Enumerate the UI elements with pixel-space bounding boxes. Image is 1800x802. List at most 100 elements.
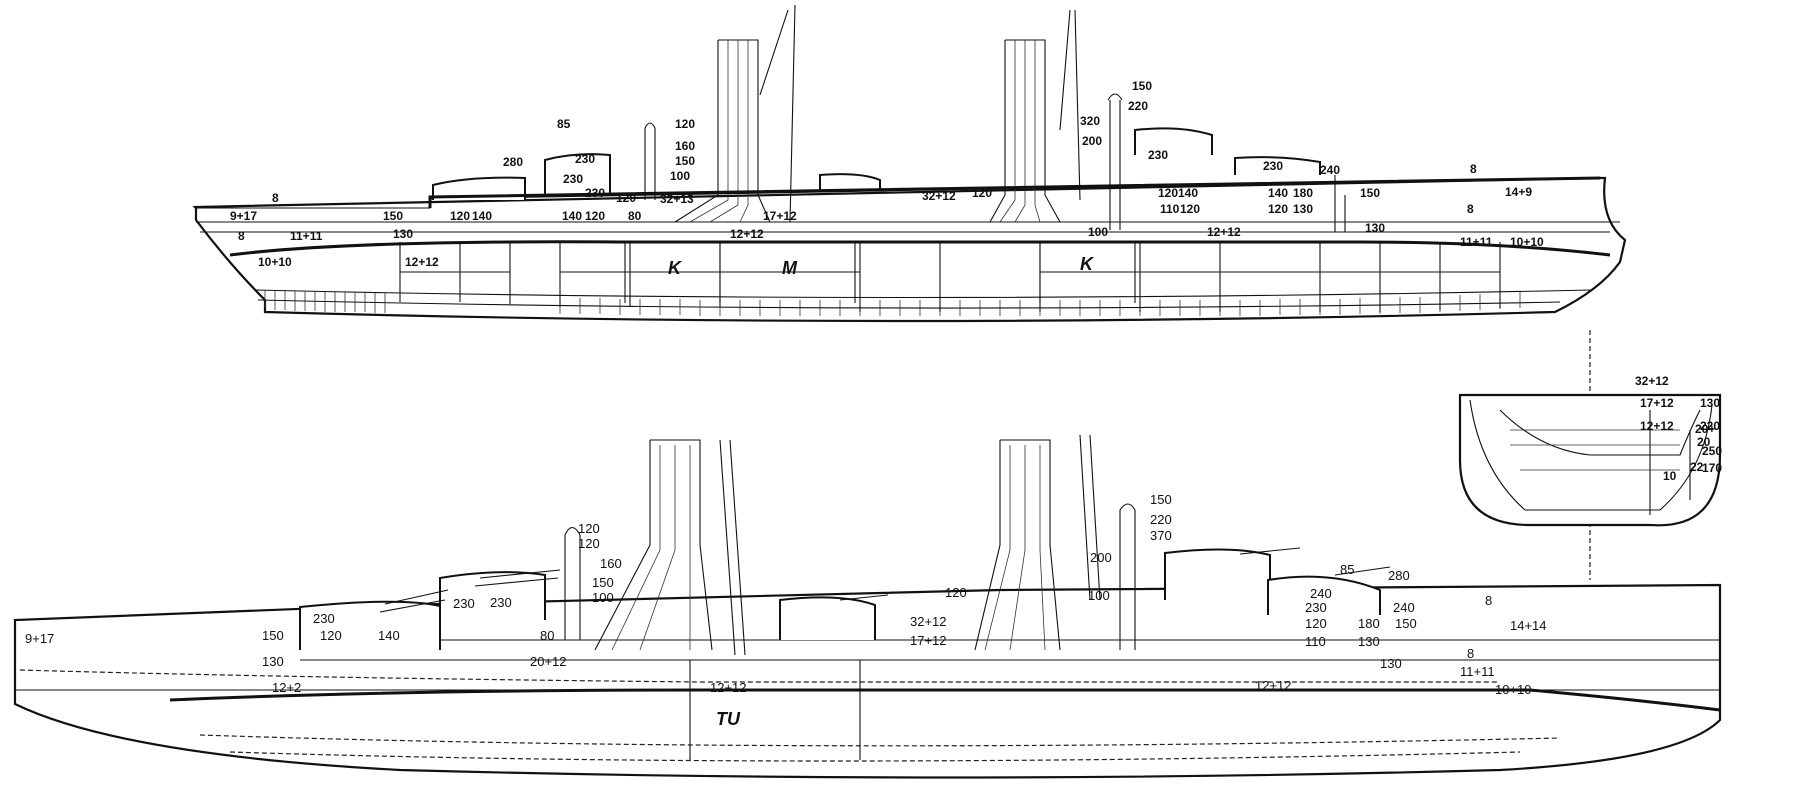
- top-armor-label-42: 140: [1268, 186, 1288, 200]
- top-armor-label-32: 200: [1082, 134, 1102, 148]
- section-armor-label-3: 130: [1700, 396, 1720, 410]
- top-armor-label-18: 140: [472, 209, 492, 223]
- bottom-armor-label-42: 9+17: [25, 631, 54, 646]
- bottom-armor-label-26: 85: [1340, 562, 1354, 577]
- bottom-armor-label-34: 240: [1393, 600, 1415, 615]
- section-armor-label-4: 12+12: [1640, 419, 1674, 433]
- bottom-armor-label-11: 140: [378, 628, 400, 643]
- top-armor-label-51: 11+11: [1460, 235, 1493, 249]
- top-armor-label-45: 130: [1293, 202, 1313, 216]
- bottom-armor-label-15: 12+2: [272, 680, 301, 695]
- top-armor-label-14: 8: [272, 191, 279, 205]
- bottom-armor-label-27: 280: [1388, 568, 1410, 583]
- top-armor-label-12: 120: [616, 191, 636, 205]
- section-armor-label-5: 220: [1700, 419, 1720, 433]
- top-armor-label-30: 120: [972, 186, 992, 200]
- section-armor-label-7: 20: [1697, 435, 1711, 449]
- bottom-armor-label-28: 240: [1310, 586, 1332, 601]
- top-armor-label-22: 8: [238, 229, 245, 243]
- bottom-armor-label-20: 150: [1150, 492, 1172, 507]
- top-armor-label-52: 10+10: [1510, 235, 1544, 249]
- top-armor-label-28: 12+12: [730, 227, 764, 241]
- top-armor-label-10: 230: [563, 172, 583, 186]
- bottom-armor-label-12: 80: [540, 628, 554, 643]
- top-armor-label-4: 160: [675, 139, 695, 153]
- bottom-armor-label-7: 100: [592, 590, 614, 605]
- section-armor-label-1: 32+12: [1635, 374, 1669, 388]
- top-armor-label-9: 230: [575, 152, 595, 166]
- top-armor-label-19: 140: [562, 209, 582, 223]
- top-armor-label-7: 85: [557, 117, 571, 131]
- section-armor-label-10: 22: [1690, 460, 1704, 474]
- bottom-armor-label-10: 120: [320, 628, 342, 643]
- bottom-armor-label-39: 8: [1467, 646, 1474, 661]
- bottom-armor-label-22: 370: [1150, 528, 1172, 543]
- bottom-armor-label-29: 230: [1305, 600, 1327, 615]
- top-armor-label-21: 80: [628, 209, 642, 223]
- top-armor-label-6: 100: [670, 169, 690, 183]
- section-armor-label-8: 250: [1702, 444, 1722, 458]
- top-armor-label-16: 150: [383, 209, 403, 223]
- top-armor-label-8: 280: [503, 155, 523, 169]
- top-armor-label-48: 8: [1470, 162, 1477, 176]
- bottom-armor-label-36: 130: [1380, 656, 1402, 671]
- top-armor-label-39: 12+12: [1207, 225, 1241, 239]
- top-armor-label-24: 130: [393, 227, 413, 241]
- bottom-armor-label-40: 11+11: [1460, 664, 1495, 679]
- top-armor-label-37: 110: [1160, 202, 1180, 216]
- bottom-armor-label-13: 130: [262, 654, 284, 669]
- top-armor-label-15: 9+17: [230, 209, 257, 223]
- bottom-armor-label-33: 130: [1358, 634, 1380, 649]
- top-armor-label-1: 150: [1132, 79, 1152, 93]
- bottom-armor-label-16: 12+12: [710, 680, 747, 695]
- compartment-m: M: [782, 258, 798, 278]
- top-armor-label-35: 120: [1158, 186, 1178, 200]
- top-armor-label-17: 120: [450, 209, 470, 223]
- top-armor-label-11: 230: [585, 186, 605, 200]
- top-armor-label-29: 32+12: [922, 189, 956, 203]
- top-armor-label-20: 120: [585, 209, 605, 223]
- top-armor-label-50: 8: [1467, 202, 1474, 216]
- bottom-armor-label-8: 230: [490, 595, 512, 610]
- bottom-armor-label-41: 10+10: [1495, 682, 1532, 697]
- section-armor-label-9: 10: [1663, 469, 1677, 483]
- top-armor-label-44: 120: [1268, 202, 1288, 216]
- bottom-armor-label-21: 220: [1150, 512, 1172, 527]
- bottom-armor-label-19: 17+12: [910, 633, 947, 648]
- bottom-armor-label-9: 150: [262, 628, 284, 643]
- bottom-armor-label-14: 20+12: [530, 654, 567, 669]
- section-armor-label-6: 20+: [1695, 422, 1715, 436]
- top-ship-profile: K M K: [192, 4, 1627, 323]
- bottom-ship-profile: TU: [13, 434, 1722, 779]
- top-armor-label-27: 17+12: [763, 209, 797, 223]
- section-armor-label-11: 170: [1702, 461, 1722, 475]
- top-armor-label-31: 320: [1080, 114, 1100, 128]
- bottom-armor-label-23: 200: [1090, 550, 1112, 565]
- bottom-armor-label-1: 230: [313, 611, 335, 626]
- bottom-armor-label-37: 8: [1485, 593, 1492, 608]
- bottom-armor-label-2: 230: [453, 596, 475, 611]
- bottom-armor-label-38: 14+14: [1510, 618, 1547, 633]
- top-armor-label-46: 150: [1360, 186, 1380, 200]
- top-armor-label-2: 220: [1128, 99, 1148, 113]
- top-armor-label-33: 100: [1088, 225, 1108, 239]
- top-armor-label-47: 130: [1365, 221, 1385, 235]
- bottom-armor-label-6: 150: [592, 575, 614, 590]
- top-armor-label-43: 180: [1293, 186, 1313, 200]
- bottom-armor-label-4: 120: [578, 536, 600, 551]
- section-armor-label-2: 17+12: [1640, 396, 1674, 410]
- top-armor-label-3: 120: [675, 117, 695, 131]
- bottom-armor-label-24: 100: [1088, 588, 1110, 603]
- bottom-armor-label-31: 110: [1305, 634, 1326, 649]
- bottom-armor-label-32: 180: [1358, 616, 1380, 631]
- top-armor-label-5: 150: [675, 154, 695, 168]
- bottom-armor-label-3: 120: [578, 521, 600, 536]
- top-armor-label-40: 230: [1263, 159, 1283, 173]
- top-armor-label-41: 240: [1320, 163, 1340, 177]
- top-armor-label-49: 14+9: [1505, 185, 1532, 199]
- top-armor-label-23: 11+11: [290, 229, 323, 243]
- top-armor-label-25: 10+10: [258, 255, 292, 269]
- bottom-armor-label-17: 120: [945, 585, 967, 600]
